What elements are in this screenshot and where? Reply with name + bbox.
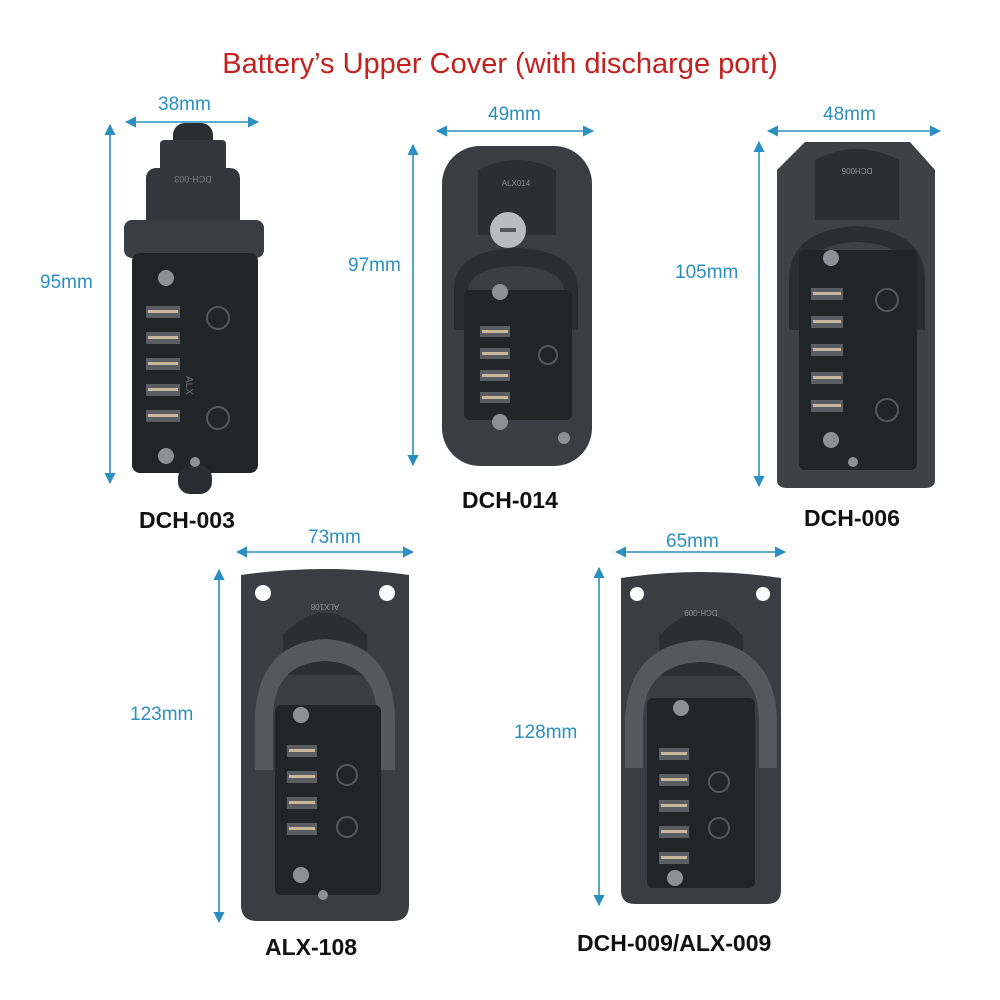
- alx108-cover-photo: ALX108: [241, 569, 409, 921]
- dch006-cover-photo: DCH006: [777, 142, 935, 488]
- alx108-height-label: 123mm: [130, 704, 194, 725]
- dch014-top-marking: ALX014: [502, 179, 531, 188]
- alx108-model-label: ALX-108: [265, 934, 358, 960]
- dch014-cover-photo: ALX014: [442, 146, 592, 466]
- dch014-width-label: 49mm: [488, 104, 541, 125]
- dch014-model-label: DCH-014: [462, 487, 558, 513]
- dch003-model-label: DCH-003: [139, 507, 235, 533]
- dch006-top-marking: DCH006: [841, 166, 872, 175]
- dch009-height-label: 128mm: [514, 722, 578, 743]
- alx108-top-marking: ALX108: [310, 602, 339, 611]
- dch003-width-label: 38mm: [158, 94, 211, 115]
- dch003-height-label: 95mm: [40, 272, 93, 293]
- dch009-model-label: DCH-009/ALX-009: [577, 930, 772, 956]
- dch006-height-label: 105mm: [675, 262, 739, 283]
- dch003-side-marking: ALX: [183, 376, 194, 395]
- alx108-width-label: 73mm: [308, 527, 361, 548]
- page-title: Battery’s Upper Cover (with discharge po…: [222, 48, 778, 80]
- dch003-top-marking: DCH-003: [174, 174, 212, 184]
- dch014-height-label: 97mm: [348, 255, 401, 276]
- dch009-width-label: 65mm: [666, 531, 719, 552]
- dch006-width-label: 48mm: [823, 104, 876, 125]
- dch006-model-label: DCH-006: [804, 505, 900, 531]
- dch009-cover-photo: DCH-009: [621, 572, 781, 904]
- dch003-cover-photo: DCH-003 ALX: [124, 123, 264, 494]
- dch009-top-marking: DCH-009: [684, 608, 718, 617]
